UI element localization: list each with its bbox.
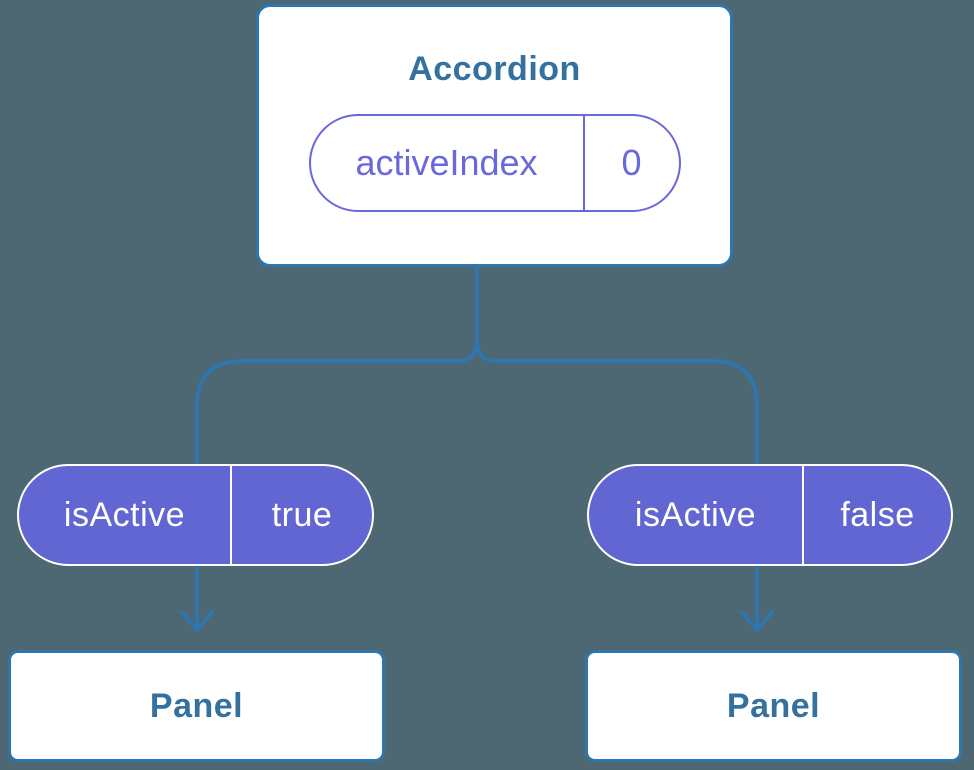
panel-node-title: Panel <box>726 686 821 725</box>
accordion-state-pill: activeIndex 0 <box>308 113 681 212</box>
isactive-pill-false: isActive false <box>587 464 953 566</box>
arrowhead-right-icon <box>740 610 774 632</box>
panel-node-left: Panel <box>8 650 385 762</box>
state-value-label: false <box>802 466 951 564</box>
isactive-pill-true: isActive true <box>17 464 374 566</box>
state-key-label: activeIndex <box>355 141 538 183</box>
branch-line-left <box>195 264 479 626</box>
state-key-label: isActive <box>63 495 186 534</box>
panel-node-right: Panel <box>585 650 962 762</box>
accordion-node: Accordion activeIndex 0 <box>256 4 733 267</box>
accordion-node-title: Accordion <box>408 50 581 88</box>
state-key-label: isActive <box>634 495 757 534</box>
arrowhead-left-icon <box>180 610 214 632</box>
panel-node-title: Panel <box>149 686 244 725</box>
state-value-label: 0 <box>582 115 679 210</box>
branch-line-right <box>475 339 759 626</box>
state-value-label: true <box>230 466 372 564</box>
